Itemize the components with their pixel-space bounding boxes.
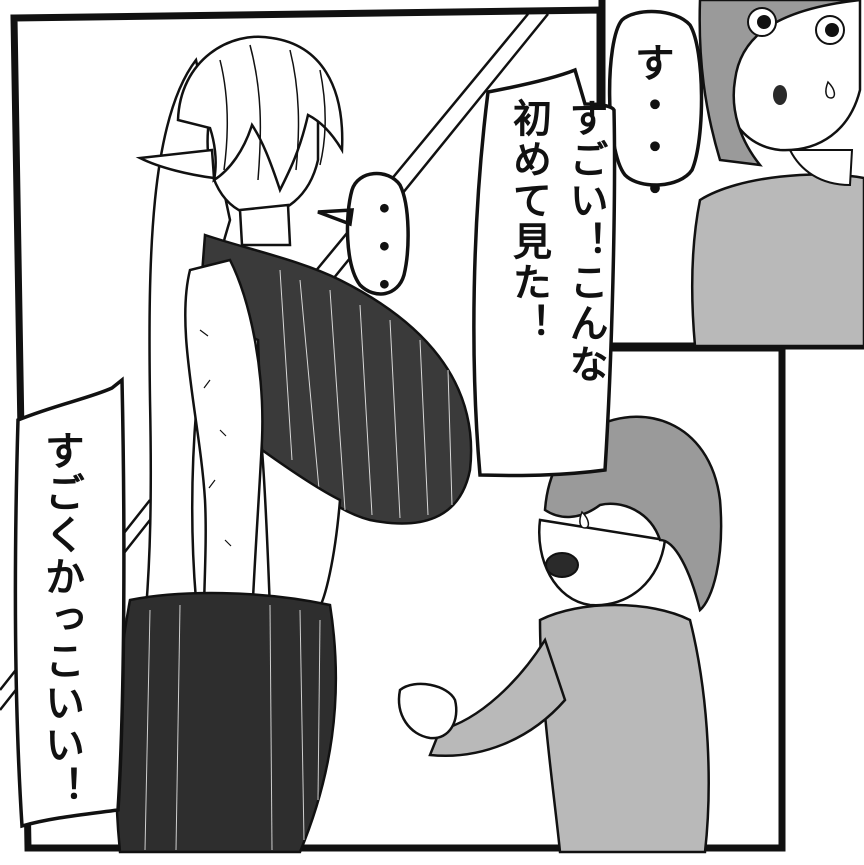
boy-bottom-shirt: [538, 603, 710, 854]
boy-bottom: [397, 415, 723, 854]
boy-top-shirt: [691, 173, 864, 348]
bubble-sugoi: [472, 67, 617, 478]
bubble-dots: [317, 171, 410, 296]
speech-text-sugoi: すごい！こんな 初めて見た！: [506, 98, 609, 385]
boy-bottom-fist: [397, 682, 458, 740]
speech-text-su: す・・・: [628, 42, 674, 210]
elf-fur-skirt: [114, 591, 338, 854]
boy-bottom-arm: [428, 637, 567, 757]
elf-woman: [114, 35, 473, 854]
bubble-kakkoii: [13, 376, 126, 829]
boy-top-hair: [698, 0, 861, 167]
boy-bottom-mouth: [545, 552, 579, 578]
speech-text-elf-dots: ・・・: [360, 190, 402, 304]
boy-bottom-face: [537, 518, 667, 607]
elf-ear: [135, 148, 216, 180]
speech-text-kakkoii: すごくかっこいい！: [38, 430, 84, 808]
